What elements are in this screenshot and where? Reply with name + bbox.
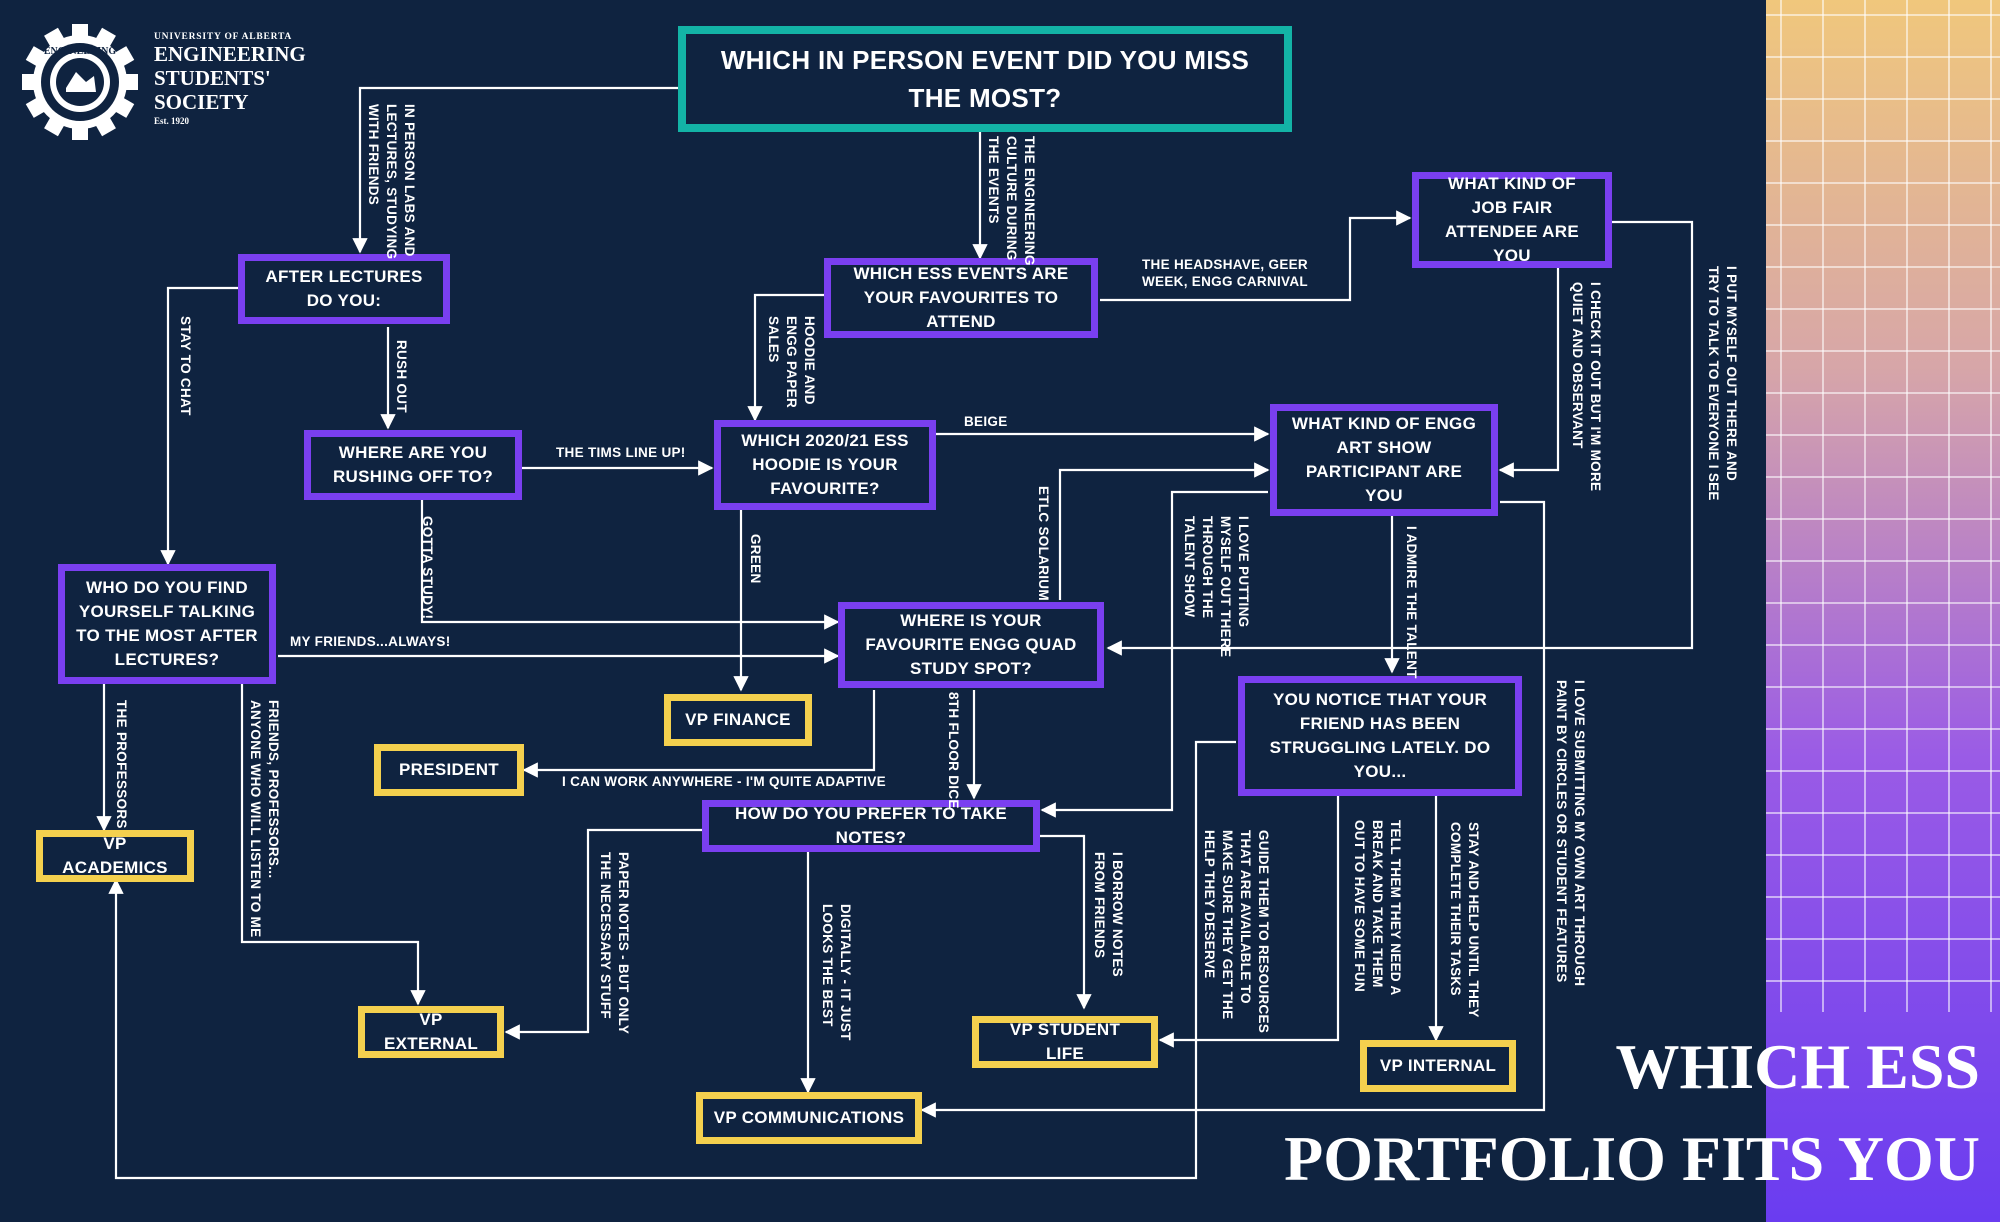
answer-paper-notes: PAPER NOTES - BUT ONLY THE NECESSARY STU…	[598, 852, 631, 1035]
result-vp-communications: VP COMMUNICATIONS	[696, 1092, 922, 1144]
connector-art-show-to-notes	[1040, 490, 1268, 818]
answer-headshave: THE HEADSHAVE, GEER WEEK, ENGG CARNIVAL	[1142, 257, 1308, 289]
svg-text:ENGINEERING: ENGINEERING	[44, 46, 116, 57]
answer-tims-line-up: THE TIMS LINE UP!	[556, 445, 686, 460]
connector-notes-to-external	[504, 828, 704, 1040]
answer-gotta-study: GOTTA STUDY!	[420, 516, 435, 620]
svg-text:U of A: U of A	[69, 112, 91, 121]
answer-take-a-break: TELL THEM THEY NEED A BREAK AND TAKE THE…	[1352, 820, 1403, 996]
connector-notes-to-student-life	[1036, 834, 1092, 1010]
connector-art-show-to-communications	[920, 500, 1546, 1118]
after-lectures-question-box: AFTER LECTURES DO YOU:	[238, 254, 450, 324]
logo-wordmark: UNIVERSITY OF ALBERTA ENGINEERING STUDEN…	[154, 32, 306, 126]
answer-rush-out: RUSH OUT	[394, 340, 409, 413]
art-show-question-box: WHAT KIND OF ENGG ART SHOW PARTICIPANT A…	[1270, 404, 1498, 516]
decorative-grid-panel	[1766, 0, 2000, 1222]
logo-line-1: ENGINEERING	[154, 42, 306, 66]
answer-admire-talent: I ADMIRE THE TALENT	[1404, 526, 1419, 679]
answer-anyone: FRIENDS, PROFESSORS... ANYONE WHO WILL L…	[248, 700, 281, 938]
connector-friend-to-academics	[108, 740, 1236, 1180]
ess-logo: ENGINEERING U of A UNIVERSITY OF ALBERTA…	[22, 24, 322, 144]
logo-line-2: STUDENTS'	[154, 66, 271, 90]
answer-green: GREEN	[748, 534, 763, 584]
notes-question-box: HOW DO YOU PREFER TO TAKE NOTES?	[702, 800, 1040, 852]
result-vp-internal: VP INTERNAL	[1360, 1040, 1516, 1092]
connector-friend-to-student-life	[1158, 796, 1340, 1048]
answer-borrow-notes: I BORROW NOTES FROM FRIENDS	[1092, 852, 1125, 977]
connector-ess-events-to-hoodie	[747, 293, 840, 422]
friend-question-box: YOU NOTICE THAT YOUR FRIEND HAS BEEN STR…	[1238, 676, 1522, 796]
answer-work-anywhere: I CAN WORK ANYWHERE - I'M QUITE ADAPTIVE	[562, 774, 886, 789]
result-vp-academics: VP ACADEMICS	[36, 830, 194, 882]
answer-stay-to-chat: STAY TO CHAT	[178, 316, 193, 416]
heading-line-1: WHICH ESS	[1615, 1031, 1980, 1102]
answer-my-friends: MY FRIENDS...ALWAYS!	[290, 634, 451, 649]
result-vp-finance: VP FINANCE	[664, 694, 812, 746]
connector-job-fair-to-art-show	[1498, 268, 1560, 478]
result-vp-student-life: VP STUDENT LIFE	[972, 1016, 1158, 1068]
answer-check-it-out: I CHECK IT OUT BUT I'M MORE QUIET AND OB…	[1570, 282, 1603, 492]
rushing-question-box: WHERE ARE YOU RUSHING OFF TO?	[304, 430, 522, 500]
grid-pattern	[1766, 0, 2000, 1012]
gear-logo-icon: ENGINEERING U of A	[22, 24, 138, 140]
connector-study-spot-to-president	[522, 690, 876, 778]
answer-putting-myself-out: I LOVE PUTTING MYSELF OUT THERE THROUGH …	[1182, 516, 1251, 658]
answer-labs-lectures: IN PERSON LABS AND LECTURES, STUDYING WI…	[366, 104, 417, 260]
logo-established: Est. 1920	[154, 116, 190, 126]
connector-rushing-to-study-spot	[420, 500, 840, 630]
job-fair-question-box: WHAT KIND OF JOB FAIR ATTENDEE ARE YOU	[1412, 172, 1612, 268]
answer-guide-to-resources: GUIDE THEM TO RESOURCES THAT ARE AVAILAB…	[1202, 830, 1271, 1034]
answer-beige: BEIGE	[964, 414, 1008, 429]
connector-start-to-after-lectures	[352, 86, 678, 254]
heading-line-2: PORTFOLIO FITS YOU	[1284, 1123, 1980, 1194]
start-question-box: WHICH IN PERSON EVENT DID YOU MISS THE M…	[678, 26, 1292, 132]
answer-put-myself-out: I PUT MYSELF OUT THERE AND TRY TO TALK T…	[1706, 266, 1739, 501]
answer-submitting-art: I LOVE SUBMITTING MY OWN ART THROUGH PAI…	[1554, 680, 1587, 987]
connector-study-spot-to-art-show	[1058, 462, 1270, 600]
answer-8th-floor-dice: 8TH FLOOR DICE	[946, 692, 961, 809]
result-vp-external: VP EXTERNAL	[358, 1006, 504, 1058]
answer-stay-and-help: STAY AND HELP UNTIL THEY COMPLETE THEIR …	[1448, 822, 1481, 1018]
hoodie-question-box: WHICH 2020/21 ESS HOODIE IS YOUR FAVOURI…	[714, 420, 936, 510]
connector-job-fair-to-study-spot	[1106, 220, 1694, 656]
answer-the-professors: THE PROFESSORS	[114, 700, 129, 829]
logo-line-3: SOCIETY	[154, 90, 249, 114]
connector-after-lectures-to-who-talk	[160, 286, 238, 566]
connector-who-talk-to-external	[240, 684, 426, 1006]
connector-ess-events-to-job-fair	[1100, 210, 1412, 302]
ess-events-question-box: WHICH ESS EVENTS ARE YOUR FAVOURITES TO …	[824, 258, 1098, 338]
answer-digitally: DIGITALLY - IT JUST LOOKS THE BEST	[820, 904, 853, 1041]
answer-etlc-solarium: ETLC SOLARIUM	[1036, 486, 1051, 601]
answer-hoodie-sales: HOODIE AND ENGG PAPER SALES	[766, 316, 817, 409]
logo-university: UNIVERSITY OF ALBERTA	[154, 32, 293, 42]
who-talk-question-box: WHO DO YOU FIND YOURSELF TALKING TO THE …	[58, 564, 276, 684]
result-president: PRESIDENT	[374, 744, 524, 796]
answer-engineering-culture: THE ENGINEERING CULTURE DURING THE EVENT…	[986, 136, 1037, 266]
study-spot-question-box: WHERE IS YOUR FAVOURITE ENGG QUAD STUDY …	[838, 602, 1104, 688]
